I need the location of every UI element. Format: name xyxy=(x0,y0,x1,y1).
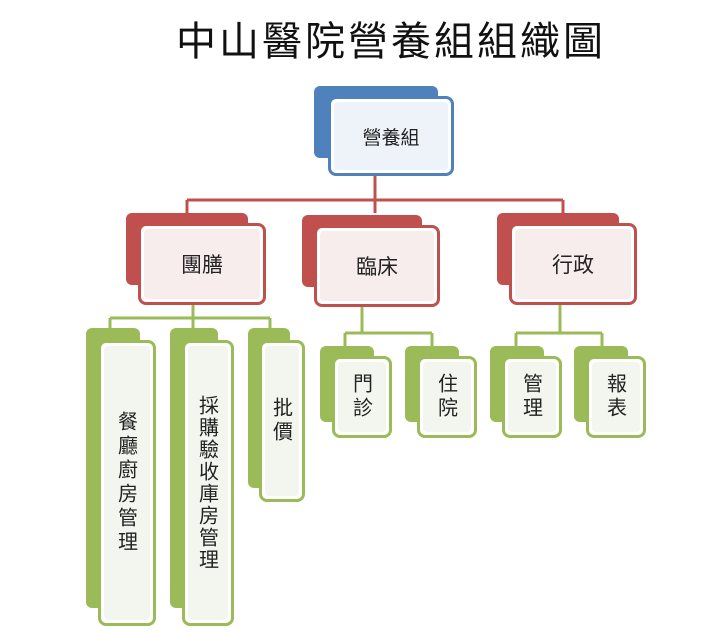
node-unit-reports: 報表 xyxy=(574,346,646,438)
node-root: 營養組 xyxy=(314,86,454,178)
node-dept-catering-label: 團膳 xyxy=(181,253,223,277)
node-unit-pricing: 批價 xyxy=(248,328,306,502)
node-unit-purchasing: 採購驗收庫房管理 xyxy=(170,328,236,626)
node-unit-reports-label: 報表 xyxy=(603,373,628,421)
node-unit-inpatient: 住院 xyxy=(405,346,477,438)
node-dept-clinical-label: 臨床 xyxy=(356,255,398,279)
node-unit-outpatient: 門診 xyxy=(320,346,392,438)
diagram-title: 中山醫院營養組組織圖 xyxy=(176,19,606,65)
node-dept-admin-label: 行政 xyxy=(552,253,594,277)
node-unit-outpatient-label: 門診 xyxy=(349,373,374,421)
node-unit-inpatient-label: 住院 xyxy=(434,373,459,421)
node-unit-management: 管理 xyxy=(490,346,562,438)
node-dept-catering: 團膳 xyxy=(126,213,266,305)
node-unit-management-label: 管理 xyxy=(519,373,544,421)
node-unit-kitchen-label: 餐廳廚房管理 xyxy=(114,411,139,555)
node-dept-clinical: 臨床 xyxy=(302,215,440,307)
node-unit-purchasing-label: 採購驗收庫房管理 xyxy=(195,395,220,571)
node-root-label: 營養組 xyxy=(362,126,420,149)
node-unit-kitchen: 餐廳廚房管理 xyxy=(86,328,158,626)
node-dept-admin: 行政 xyxy=(497,213,637,305)
node-unit-pricing-label: 批價 xyxy=(269,397,294,445)
